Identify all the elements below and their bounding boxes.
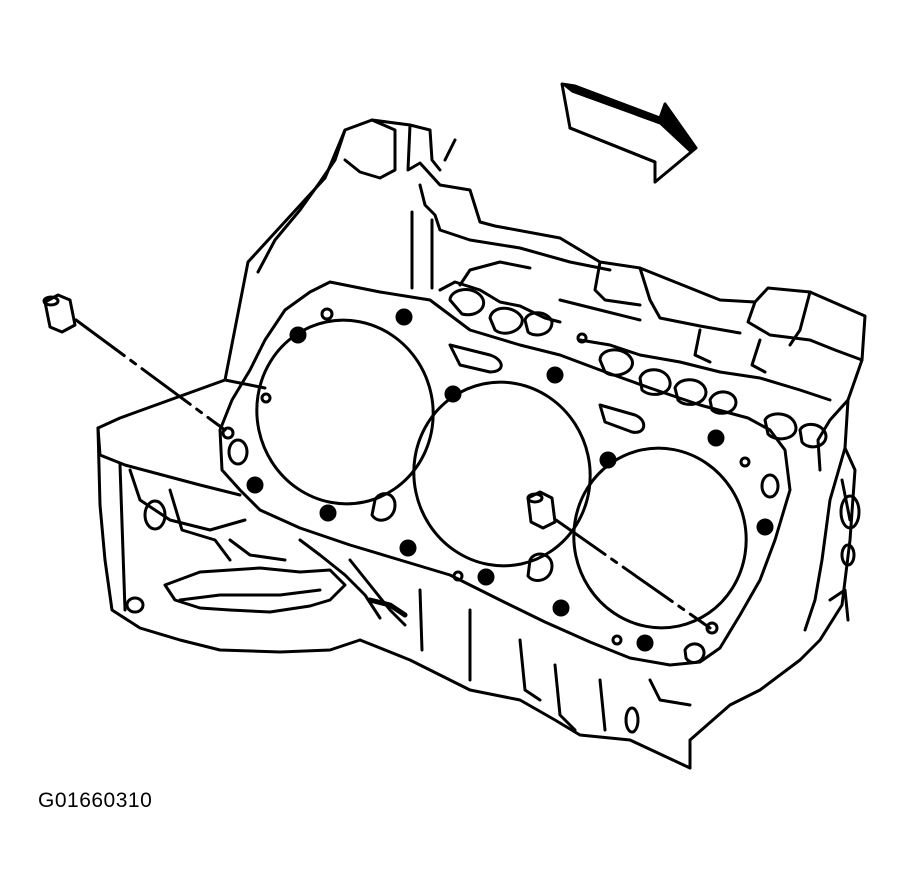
figure-id-label: G01660310 — [38, 789, 153, 812]
lower-block-details — [127, 470, 690, 732]
cylinder-bore-2 — [397, 366, 607, 583]
engine-block-outline — [98, 120, 865, 768]
head-gasket — [220, 282, 790, 665]
cylinder-bore-3 — [557, 432, 763, 644]
cylinder-bore-1 — [240, 304, 450, 521]
direction-arrow-icon — [562, 84, 696, 182]
dowel-pin-left — [44, 295, 233, 438]
dowel-pin-right — [528, 492, 717, 633]
upper-deck-details — [440, 262, 830, 447]
gasket-water-holes — [229, 309, 778, 663]
gasket-bolt-holes — [248, 310, 772, 650]
